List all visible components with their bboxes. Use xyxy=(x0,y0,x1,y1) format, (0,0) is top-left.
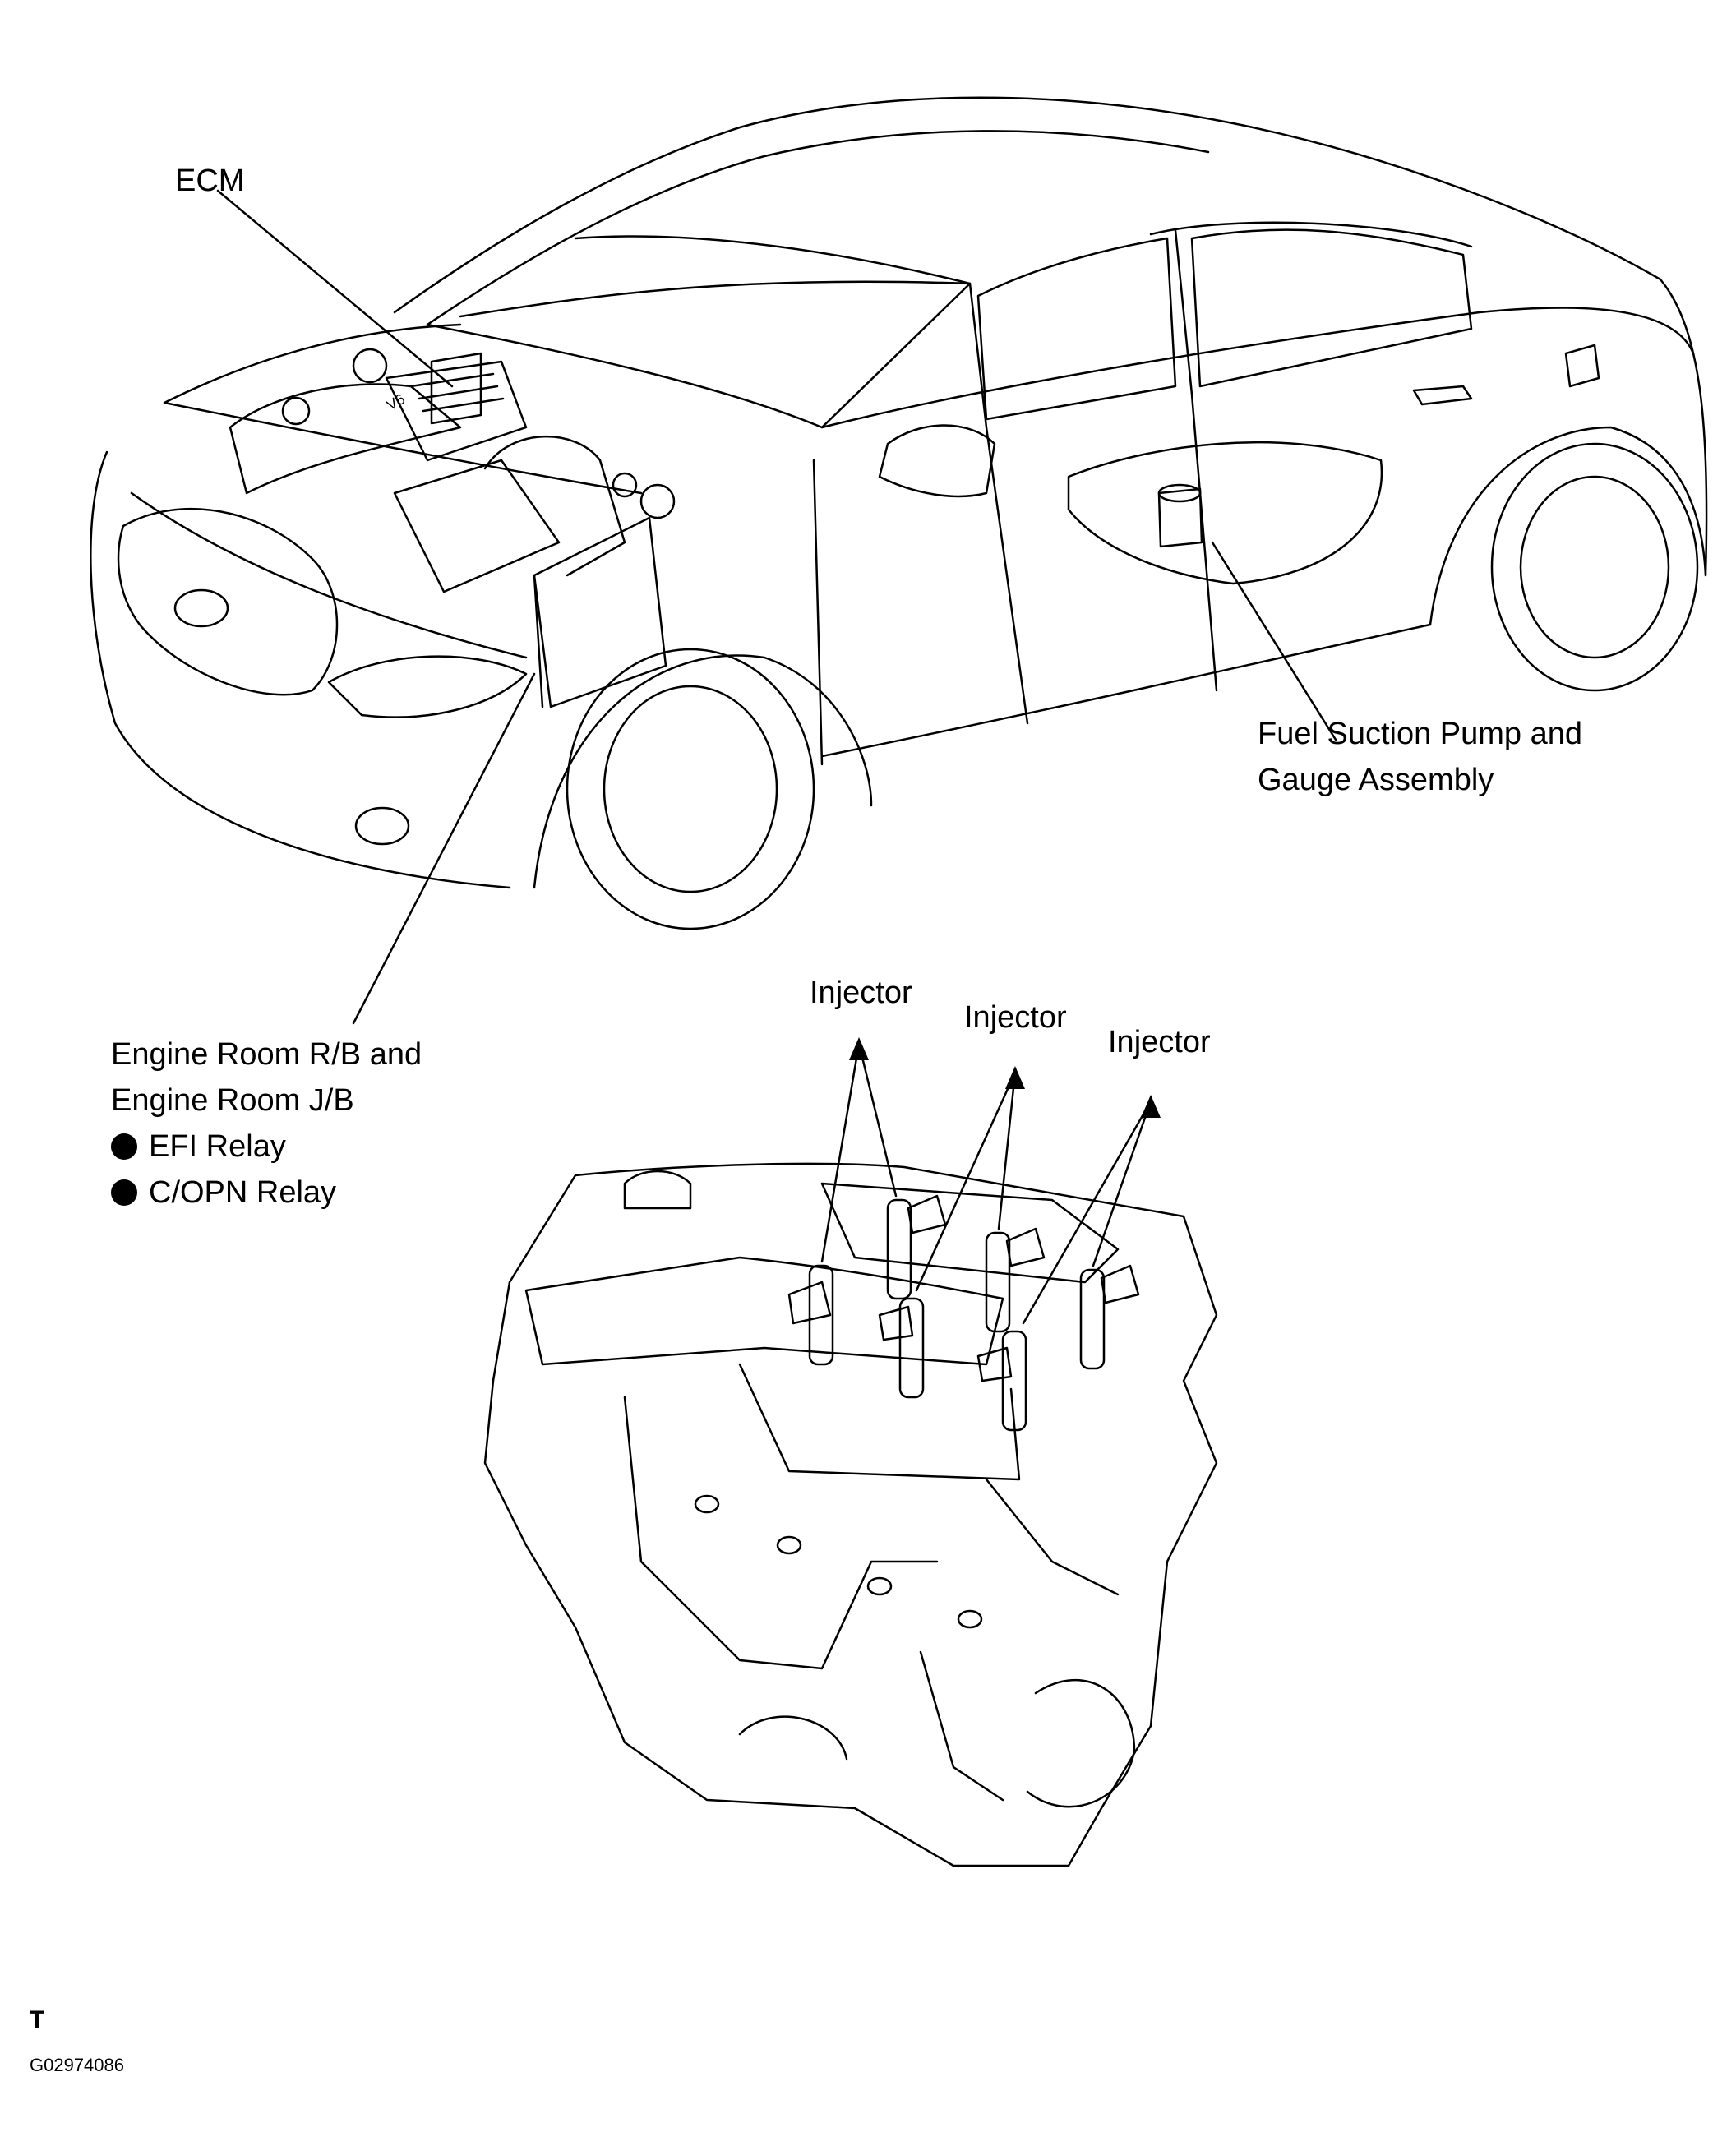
engine-oil-filler xyxy=(623,1170,692,1210)
car-illustration xyxy=(90,96,1708,930)
injector-5 xyxy=(976,1330,1027,1432)
relay-item-copn-text: C/OPN Relay xyxy=(149,1175,337,1210)
car-headlight xyxy=(327,655,528,718)
label-injector-left: Injector xyxy=(810,976,912,1010)
relay-item-copn: C/OPN Relay xyxy=(111,1170,422,1216)
car-grille xyxy=(117,507,339,696)
engine-air-filter xyxy=(393,459,561,593)
injector-4 xyxy=(985,1227,1046,1333)
figure-id: G02974086 xyxy=(30,2055,124,2075)
ecm-box xyxy=(430,352,482,425)
engine-cam-cover-right xyxy=(820,1182,1120,1284)
fuel-tank xyxy=(1067,441,1383,585)
car-side-window-front xyxy=(976,237,1177,421)
car-side-window-rear xyxy=(1190,228,1473,388)
injector-3 xyxy=(878,1297,925,1399)
car-side-mirror xyxy=(878,424,996,498)
engine-bay xyxy=(229,348,676,708)
injector-1 xyxy=(787,1264,834,1366)
label-injector-right: Injector xyxy=(1108,1025,1211,1059)
engine-emblem: V6 xyxy=(384,390,408,413)
label-fuel-pump: Fuel Suction Pump and Gauge Assembly xyxy=(1258,711,1582,803)
label-relay-line1: Engine Room R/B and xyxy=(111,1037,422,1072)
label-injector-middle: Injector xyxy=(964,1000,1067,1035)
car-hood xyxy=(163,323,643,495)
fuel-pump-body xyxy=(1157,487,1203,548)
label-fuel-pump-line1: Fuel Suction Pump and xyxy=(1258,717,1583,751)
car-emblem xyxy=(173,588,229,628)
injector-6 xyxy=(1079,1264,1140,1370)
label-ecm: ECM xyxy=(175,164,245,198)
car-front-bumper xyxy=(90,450,511,889)
car-roof xyxy=(393,96,1662,314)
car-rear-wheel xyxy=(1490,442,1699,692)
injector-leaders xyxy=(820,1042,1152,1325)
bullet-icon xyxy=(111,1179,137,1206)
label-fuel-pump-line2: Gauge Assembly xyxy=(1258,763,1494,797)
car-front-wheel xyxy=(566,648,815,930)
car-door-front xyxy=(968,282,1029,725)
car-rear-wheel-arch xyxy=(1429,426,1707,626)
injector-arrowheads xyxy=(849,1037,1161,1118)
label-relay-group: Engine Room R/B and Engine Room J/B EFI … xyxy=(111,1031,422,1216)
engine-block-outline xyxy=(483,1162,1218,1867)
leader-line-fuel-pump xyxy=(1211,541,1337,741)
car-fuel-door xyxy=(1564,344,1600,388)
car-door-handle xyxy=(1412,385,1473,406)
car-door-rear xyxy=(1174,228,1218,692)
car-side-body xyxy=(820,307,1695,429)
relay-item-efi-text: EFI Relay xyxy=(149,1129,286,1164)
leader-line-relay xyxy=(352,672,536,1025)
car-windshield xyxy=(426,235,972,429)
bullet-icon xyxy=(111,1133,137,1160)
car-fog-light xyxy=(354,806,410,846)
label-relay-line2: Engine Room J/B xyxy=(111,1083,354,1118)
engine-illustration xyxy=(483,1162,1218,1867)
relay-item-efi: EFI Relay xyxy=(111,1124,422,1170)
orientation-mark: T xyxy=(30,2006,45,2033)
engine-cam-cover-left xyxy=(524,1256,1004,1366)
engine-battery-box xyxy=(533,516,667,708)
leader-line-ecm xyxy=(216,189,454,388)
